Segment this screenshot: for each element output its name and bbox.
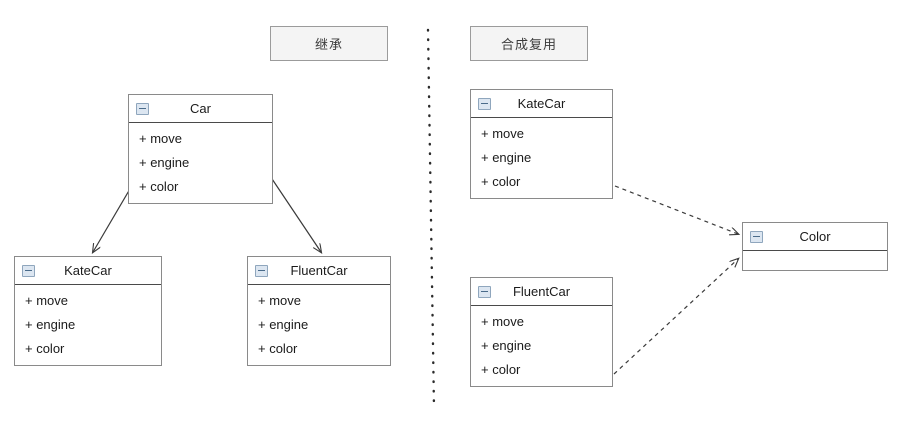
edge-fluentcar-to-color	[613, 259, 738, 375]
uml-class-title-bar: FluentCar	[471, 278, 612, 306]
section-chip-label: 合成复用	[500, 37, 557, 52]
uml-class-members: + move + engine + color	[471, 118, 612, 198]
edge-katecar-to-color	[614, 185, 738, 234]
uml-class-title-bar: KateCar	[471, 90, 612, 118]
uml-member: + engine	[139, 155, 190, 170]
collapse-minus-icon[interactable]	[136, 102, 149, 115]
collapse-minus-icon[interactable]	[22, 264, 35, 277]
uml-member: + color	[481, 362, 521, 377]
uml-member: + move	[481, 314, 524, 329]
section-chip-inheritance[interactable]: 继承	[270, 26, 388, 61]
uml-class-fluentcar-right[interactable]: FluentCar + move + engine + color	[470, 277, 613, 387]
uml-member: + move	[139, 131, 182, 146]
collapse-minus-icon[interactable]	[478, 285, 491, 298]
uml-member: + color	[258, 341, 298, 356]
uml-member: + engine	[481, 150, 532, 165]
uml-class-name: FluentCar	[290, 263, 348, 278]
uml-class-members: + move + engine + color	[248, 285, 390, 365]
uml-class-members	[743, 251, 887, 270]
uml-class-name: FluentCar	[512, 284, 571, 299]
uml-member: + move	[258, 293, 301, 308]
uml-class-title-bar: Color	[743, 223, 887, 251]
section-divider	[426, 28, 436, 410]
collapse-minus-icon[interactable]	[750, 230, 763, 243]
uml-class-katecar-left[interactable]: KateCar + move + engine + color	[14, 256, 162, 366]
uml-class-katecar-right[interactable]: KateCar + move + engine + color	[470, 89, 613, 199]
uml-member: + color	[481, 174, 521, 189]
uml-class-members: + move + engine + color	[15, 285, 161, 365]
uml-class-members: + move + engine + color	[129, 123, 272, 203]
uml-class-name: Color	[799, 229, 831, 244]
uml-member: + engine	[25, 317, 76, 332]
uml-class-title-bar: KateCar	[15, 257, 161, 285]
uml-class-color[interactable]: Color	[742, 222, 888, 271]
uml-class-name: KateCar	[64, 263, 112, 278]
uml-class-title-bar: Car	[129, 95, 272, 123]
uml-member: + color	[139, 179, 179, 194]
uml-member: + engine	[481, 338, 532, 353]
uml-member: + color	[25, 341, 65, 356]
collapse-minus-icon[interactable]	[255, 264, 268, 277]
section-chip-label: 继承	[314, 37, 343, 52]
uml-class-name: KateCar	[517, 96, 566, 111]
uml-member: + move	[25, 293, 68, 308]
uml-class-title-bar: FluentCar	[248, 257, 390, 285]
uml-class-name: Car	[190, 101, 211, 116]
uml-member: + move	[481, 126, 524, 141]
collapse-minus-icon[interactable]	[478, 97, 491, 110]
uml-class-fluentcar-left[interactable]: FluentCar + move + engine + color	[247, 256, 391, 366]
uml-member: + engine	[258, 317, 309, 332]
uml-class-members: + move + engine + color	[471, 306, 612, 386]
section-chip-composition[interactable]: 合成复用	[470, 26, 588, 61]
uml-class-car[interactable]: Car + move + engine + color	[128, 94, 273, 204]
